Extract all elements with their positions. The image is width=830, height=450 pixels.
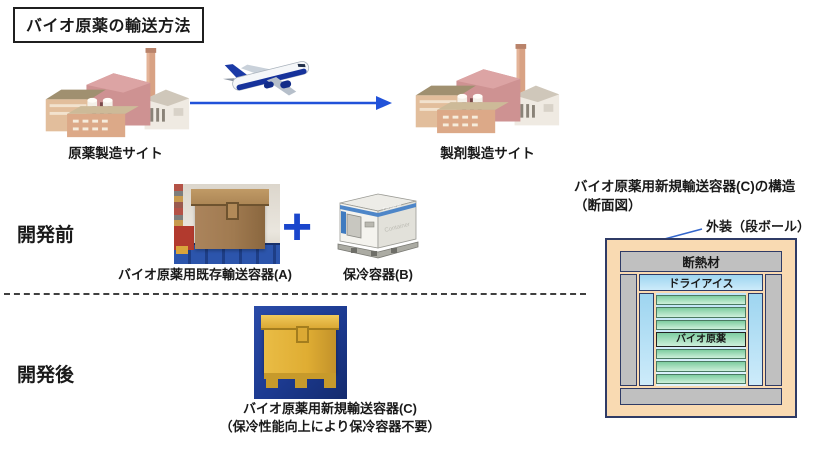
forklift-part [176,246,188,254]
origin-factory-icon [38,44,193,146]
inner-chamber: ドライアイス バイオ原薬 [639,274,763,386]
insulation-left-column [620,274,637,386]
container-c-label: バイオ原薬用新規輸送容器(C) [242,401,418,416]
api-tray [656,295,746,306]
dry-ice-left-column [639,293,654,386]
insulation-bottom-bar [620,388,782,405]
container-c-note: （保冷性能向上により保冷容器不要） [219,419,441,434]
warehouse-shelf-background [174,184,183,230]
pallet-foot [295,379,307,388]
cardboard-shipping-box [191,189,269,249]
destination-factory-icon [408,40,563,142]
stage-after-label: 開発後 [17,365,75,386]
origin-site-label: 原薬製造サイト [68,146,163,161]
pallet-foot [324,379,336,388]
stage-before-label: 開発前 [17,225,75,246]
container-a-label: バイオ原薬用既存輸送容器(A) [117,267,293,282]
transport-arrow [190,96,392,110]
api-label-bar: バイオ原薬 [656,332,746,347]
api-tray [656,348,746,360]
cross-section-diagram: 断熱材 ドライアイス バイオ原薬 [605,238,797,418]
forklift-part [174,226,194,250]
insulation-label: 断熱材 [682,256,720,270]
dry-ice-label: ドライアイス [668,277,734,290]
container-c-photo [254,306,347,399]
airplane-icon [223,61,310,96]
container-b-label: 保冷容器(B) [342,267,414,282]
page-title: バイオ原薬の輸送方法 [13,7,205,43]
dry-ice-right-column [748,293,763,386]
plus-icon: + [281,198,313,256]
insulation-top-bar: 断熱材 [620,251,782,272]
yellow-shipping-box [261,315,339,373]
cross-section-title-line2: （断面図） [574,197,642,213]
cross-section-middle: ドライアイス バイオ原薬 [620,274,782,386]
dry-ice-chamber: バイオ原薬 [639,293,763,386]
box-latch [226,202,239,220]
api-tray-stack: バイオ原薬 [656,293,746,386]
pallet-foot [266,379,278,388]
factory-illustration [45,48,190,138]
cross-section-title-line1: バイオ原薬用新規輸送容器(C)の構造 [574,179,796,194]
dry-ice-top-bar: ドライアイス [639,274,763,291]
destination-site-label: 製剤製造サイト [440,146,535,161]
cooling-container-illustration: Container Container [337,193,419,259]
api-tray [656,373,746,385]
pallet-rail [264,373,336,379]
container-brand-text: Container [382,202,403,212]
before-after-divider [4,293,586,295]
factory-illustration [415,44,560,134]
api-tray [656,319,746,331]
insulation-right-column [765,274,782,386]
api-tray [656,307,746,318]
cross-section-title: バイオ原薬用新規輸送容器(C)の構造 （断面図） [574,178,830,216]
container-a-photo [174,184,280,264]
api-tray [656,361,746,372]
outer-cardboard-callout-label: 外装（段ボール） [706,219,811,234]
box-latch [296,326,309,343]
